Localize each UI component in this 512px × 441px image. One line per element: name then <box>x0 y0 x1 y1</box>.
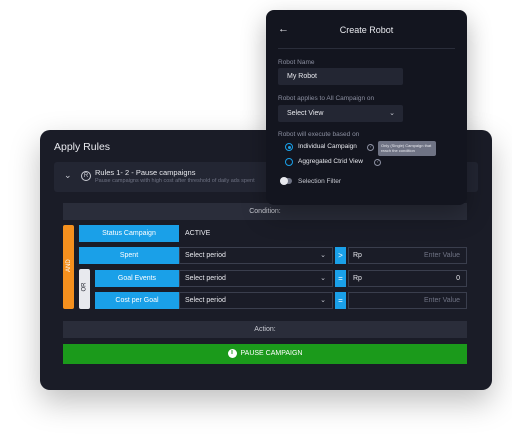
period-select-goal-events-value: Select period <box>185 275 226 282</box>
value-placeholder: Enter Value <box>423 252 460 259</box>
condition-header: Condition: <box>63 203 467 220</box>
robot-name-label: Robot Name <box>278 59 315 66</box>
operator-spent[interactable]: > <box>335 247 346 264</box>
info-icon[interactable]: ? <box>374 159 381 166</box>
radio-individual-campaign-label: Individual Campaign <box>298 143 357 150</box>
operator-goal-events[interactable]: = <box>335 270 346 287</box>
radio-aggregated-view-label: Aggregated Ctrid View <box>298 158 363 165</box>
radio-aggregated-view[interactable] <box>285 158 293 166</box>
chevron-down-icon: ⌄ <box>320 297 326 304</box>
rule-description: Pause campaigns with high cost after thr… <box>95 178 255 184</box>
applies-label: Robot applies to All Campaign on <box>278 95 375 102</box>
select-view-value: Select View <box>287 110 324 117</box>
currency-prefix: Rp <box>353 275 362 282</box>
value-input-goal-events[interactable]: Rp 0 <box>348 270 467 287</box>
period-select-cost-per-goal-value: Select period <box>185 297 226 304</box>
condition-label-status: Status Campaign <box>79 225 179 242</box>
condition-label-goal-events: Goal Events <box>95 270 179 287</box>
robot-name-input[interactable]: My Robot <box>278 68 403 85</box>
period-select-cost-per-goal[interactable]: Select period ⌄ <box>179 292 333 309</box>
action-header: Action: <box>63 321 467 338</box>
and-connector[interactable] <box>63 225 74 309</box>
selection-filter-label: Selection Filter <box>298 178 341 185</box>
period-select-spent[interactable]: Select period ⌄ <box>179 247 333 264</box>
condition-label-cost-per-goal: Cost per Goal <box>95 292 179 309</box>
selection-filter-toggle[interactable] <box>280 177 292 185</box>
chevron-down-icon: ⌄ <box>389 110 395 117</box>
value-input-spent[interactable]: Rp Enter Value <box>348 247 467 264</box>
or-label: OR <box>81 282 88 292</box>
value-placeholder: Enter Value <box>423 297 460 304</box>
pause-icon: II <box>227 348 237 358</box>
value-text: 0 <box>456 275 460 282</box>
value-input-cost-per-goal[interactable]: Enter Value <box>348 292 467 309</box>
chevron-down-icon: ⌄ <box>320 252 326 259</box>
chevron-down-icon[interactable]: ⌄ <box>64 170 72 180</box>
create-robot-title: Create Robot <box>339 25 394 35</box>
radio-individual-campaign[interactable] <box>285 143 293 151</box>
info-icon[interactable]: ? <box>367 144 374 151</box>
tooltip: Only (Single) Campaign that reach the co… <box>378 141 436 156</box>
period-select-spent-value: Select period <box>185 252 226 259</box>
and-label: AND <box>66 259 72 272</box>
period-select-goal-events[interactable]: Select period ⌄ <box>179 270 333 287</box>
pause-campaign-label: PAUSE CAMPAIGN <box>240 350 303 357</box>
currency-prefix: Rp <box>353 252 362 259</box>
or-connector[interactable] <box>79 269 90 309</box>
execute-label: Robot will execute based on <box>278 131 360 138</box>
chevron-down-icon: ⌄ <box>320 275 326 282</box>
apply-rules-title: Apply Rules <box>54 141 111 153</box>
operator-cost-per-goal[interactable]: = <box>335 292 346 309</box>
divider <box>278 48 455 49</box>
rule-number-icon: R <box>81 171 91 181</box>
select-view-dropdown[interactable]: Select View ⌄ <box>278 105 403 122</box>
rule-name: Rules 1- 2 - Pause campaigns <box>95 168 196 177</box>
condition-value-status: ACTIVE <box>179 225 467 242</box>
condition-label-spent: Spent <box>79 247 179 264</box>
create-robot-panel: ← Create Robot Robot Name My Robot Robot… <box>266 10 467 205</box>
back-arrow-icon[interactable]: ← <box>278 23 289 35</box>
